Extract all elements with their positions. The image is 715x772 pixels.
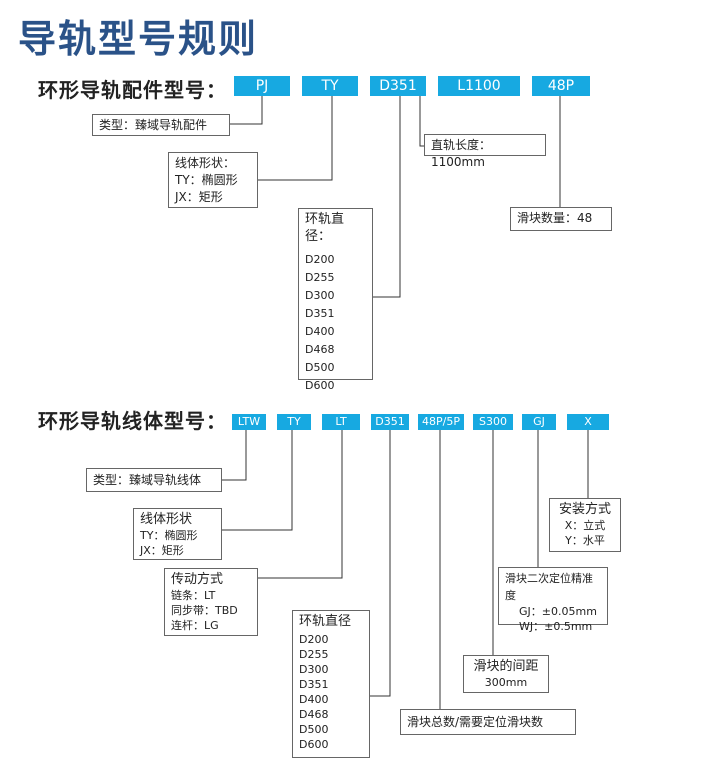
slider-count-box: 滑块数量：48 [510,207,612,231]
diameter-item: D200 [305,253,335,266]
drive-box-title: 传动方式 [171,572,224,587]
diameter-item: D300 [305,289,335,302]
code-s300: S300 [473,414,513,430]
code-l1100: L1100 [438,76,520,96]
diameter-item: D400 [299,693,329,706]
code-ty: TY [302,76,358,96]
diameter-item: D600 [305,379,335,392]
precision-item: GJ：±0.05mm [519,605,597,618]
diameter-box-title: 环轨直径： [305,212,345,244]
shape-box: 线体形状： TY：椭圆形 JX：矩形 [168,152,258,208]
spacing-value: 300mm [484,676,528,689]
code-d351: D351 [371,414,409,430]
drive-item: 同步带：TBD [171,604,238,617]
spacing-box-title: 滑块的间距 [473,659,539,674]
diameter-item: D468 [299,708,329,721]
code-d351: D351 [370,76,426,96]
shape-box-title: 线体形状： [175,156,236,170]
install-box-title: 安装方式 [558,502,611,517]
diameter-item: D255 [299,648,329,661]
drive-box: 传动方式 链条：LT 同步带：TBD 连杆：LG [164,568,258,636]
section2-heading: 环形导轨线体型号： [38,409,227,433]
shape-box-title: 线体形状 [140,512,193,527]
diameter-item: D500 [299,723,329,736]
code-lt: LT [322,414,360,430]
code-48p-5p: 48P/5P [418,414,464,430]
diameter-item: D600 [299,738,329,751]
diameter-item: D400 [305,325,335,338]
type-box: 类型：臻域导轨配件 [92,114,230,136]
code-ty: TY [277,414,311,430]
precision-box-title: 滑块二次定位精准度 [505,572,593,602]
diameter-box: 环轨直径 D200 D255 D300 D351 D400 D468 D500 … [292,610,370,758]
shape-item: JX：矩形 [175,190,223,204]
diameter-box-title: 环轨直径 [299,614,352,629]
diameter-box: 环轨直径： D200 D255 D300 D351 D400 D468 D500… [298,208,373,392]
install-item: Y：水平 [565,534,605,547]
diameter-item: D500 [305,361,335,374]
code-pj: PJ [234,76,290,96]
length-box: 直轨长度：1100mm [424,134,546,169]
shape-item: TY：椭圆形 [140,529,198,542]
diameter-item: D255 [305,271,335,284]
code-gj: GJ [522,414,556,430]
precision-box: 滑块二次定位精准度 GJ：±0.05mm WJ：±0.5mm [498,567,608,633]
section1-heading: 环形导轨配件型号： [38,78,227,102]
drive-item: 链条：LT [171,589,216,602]
diameter-item: D300 [299,663,329,676]
shape-item: TY：椭圆形 [175,173,238,187]
slider-count-box: 滑块总数/需要定位滑块数 [400,709,576,735]
diameter-item: D468 [305,343,335,356]
page-title: 导轨型号规则 [18,17,259,61]
shape-item: JX：矩形 [140,544,184,557]
shape-box: 线体形状 TY：椭圆形 JX：矩形 [133,508,222,560]
type-box: 类型：臻域导轨线体 [86,468,222,492]
diameter-item: D351 [299,678,329,691]
install-item: X：立式 [564,519,606,532]
diameter-item: D200 [299,633,329,646]
drive-item: 连杆：LG [171,619,219,632]
code-48p: 48P [532,76,590,96]
precision-item: WJ：±0.5mm [519,620,593,633]
spacing-box: 滑块的间距 300mm [463,655,549,693]
code-ltw: LTW [232,414,266,430]
diameter-item: D351 [305,307,335,320]
code-x: X [567,414,609,430]
install-box: 安装方式 X：立式 Y：水平 [549,498,621,552]
